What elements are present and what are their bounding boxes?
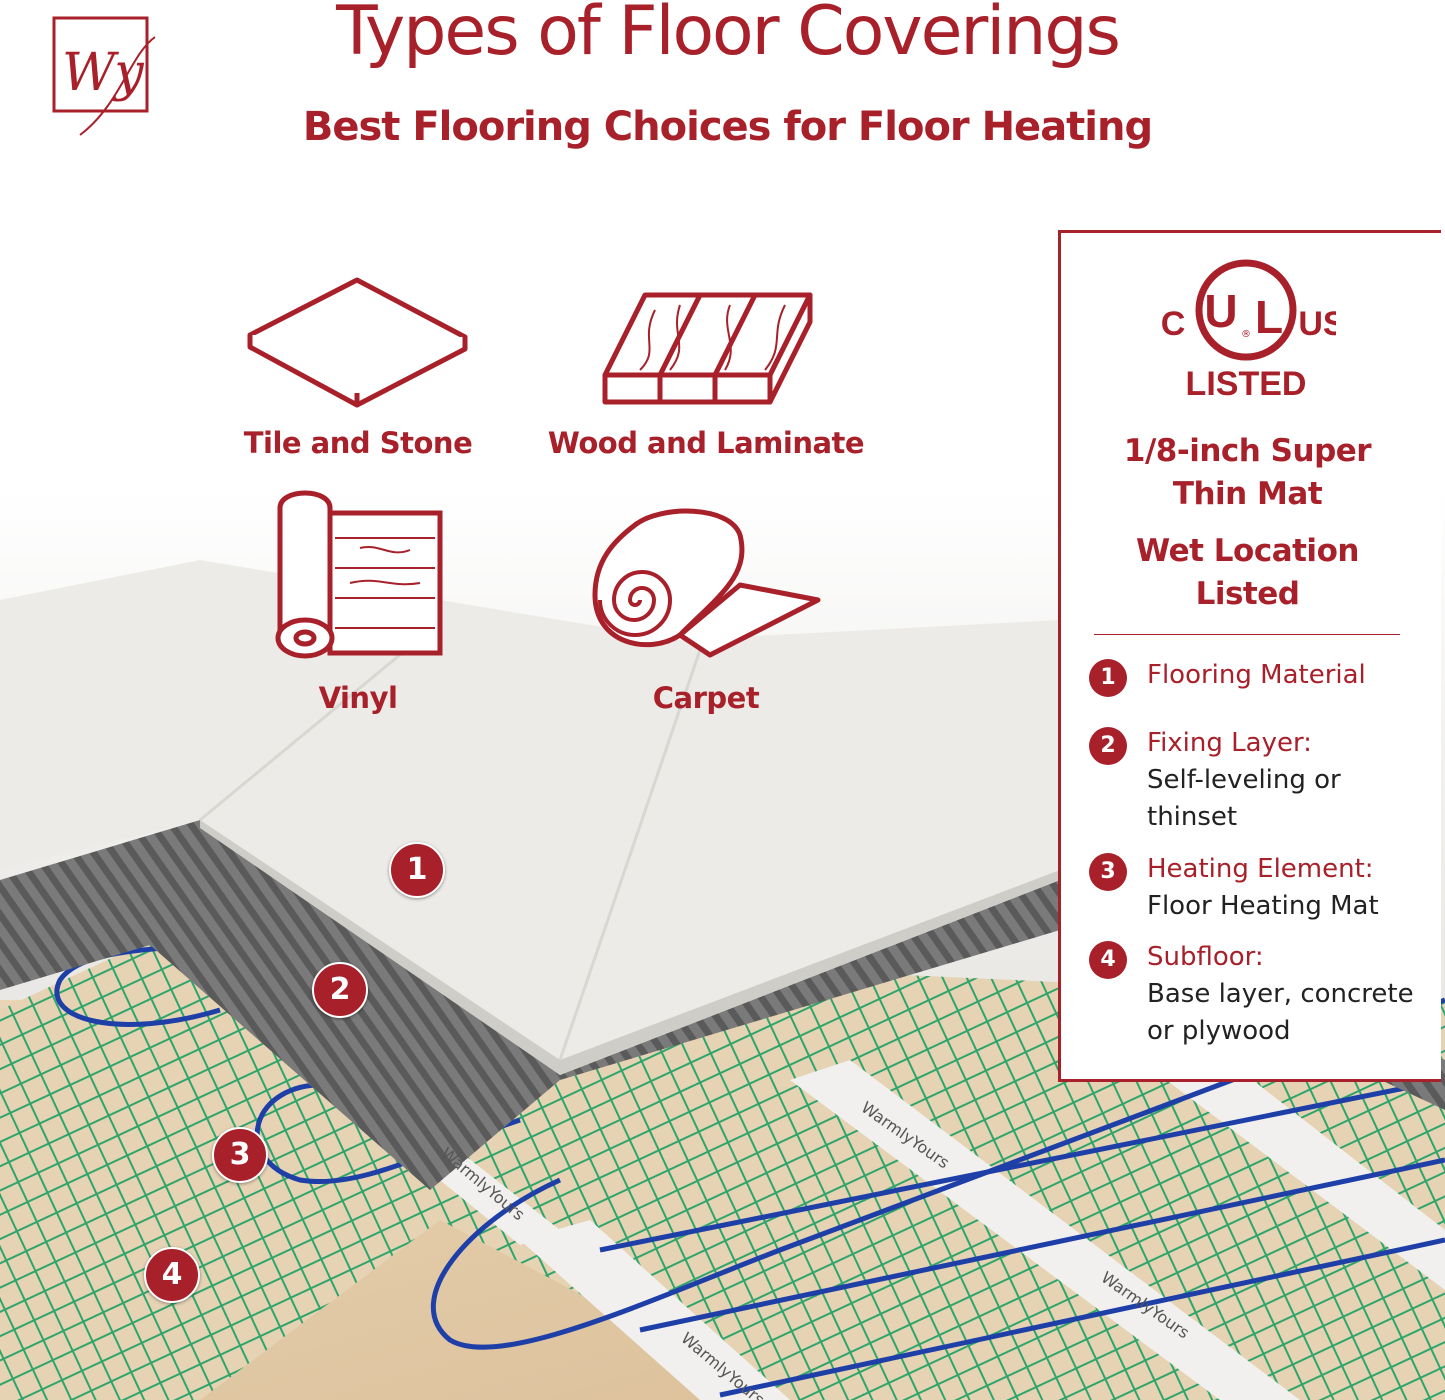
callout-2: 2: [312, 962, 368, 1018]
callout-3: 3: [212, 1127, 268, 1183]
mat-tape-strip: [520, 1220, 790, 1400]
carpet-roll-icon: [592, 508, 821, 658]
callout-4: 4: [144, 1247, 200, 1303]
ul-listed: LISTED: [1186, 365, 1307, 403]
legend-title: Flooring Material: [1147, 660, 1366, 690]
heating-mat-left: [0, 945, 420, 1400]
ul-listed-mark: U L ® C US LISTED: [1161, 259, 1336, 403]
legend-title: Fixing Layer:: [1147, 728, 1312, 758]
tile-layer: [0, 560, 1060, 1075]
ul-u: U: [1204, 285, 1237, 337]
registered-mark: ®: [1241, 329, 1251, 340]
tile-icon: [247, 277, 468, 408]
legend-title: Subfloor:: [1147, 942, 1264, 972]
legend-number: 3: [1089, 853, 1127, 891]
legend-title: Heating Element:: [1147, 854, 1374, 884]
svg-text:Wy: Wy: [62, 43, 144, 103]
feature-wet-location: Wet Location Listed: [1136, 533, 1359, 612]
label-wood-and-laminate: Wood and Laminate: [547, 426, 865, 460]
legend-number: 4: [1089, 941, 1127, 979]
legend-number: 2: [1089, 727, 1127, 765]
brand-logo: Wy: [52, 16, 156, 136]
ul-c: C: [1161, 305, 1186, 343]
page-title: Types of Floor Coverings: [336, 0, 1121, 71]
mat-tape-strip: [790, 1060, 1300, 1400]
ul-l: L: [1255, 291, 1283, 343]
legend-desc: Self-leveling or thinset: [1147, 765, 1341, 832]
tile-grout: [199, 628, 702, 1061]
feature-thin-mat: 1/8-inch Super Thin Mat: [1123, 433, 1372, 512]
vinyl-roll-icon: [275, 490, 443, 659]
ul-us: US: [1298, 305, 1336, 343]
legend-desc: Base layer, concrete or plywood: [1147, 979, 1414, 1046]
info-panel: U L ® C US LISTED 1/8-inch Super Thin Ma…: [1058, 230, 1441, 1082]
label-tile-and-stone: Tile and Stone: [243, 426, 473, 460]
label-carpet: Carpet: [652, 681, 760, 715]
legend-number: 1: [1089, 659, 1127, 697]
panel-divider: [1094, 634, 1400, 635]
callout-1: 1: [389, 842, 445, 898]
wood-planks-icon: [602, 292, 813, 405]
label-vinyl: Vinyl: [318, 681, 398, 715]
page-subtitle: Best Flooring Choices for Floor Heating: [302, 104, 1153, 150]
legend-desc: Floor Heating Mat: [1147, 891, 1379, 921]
